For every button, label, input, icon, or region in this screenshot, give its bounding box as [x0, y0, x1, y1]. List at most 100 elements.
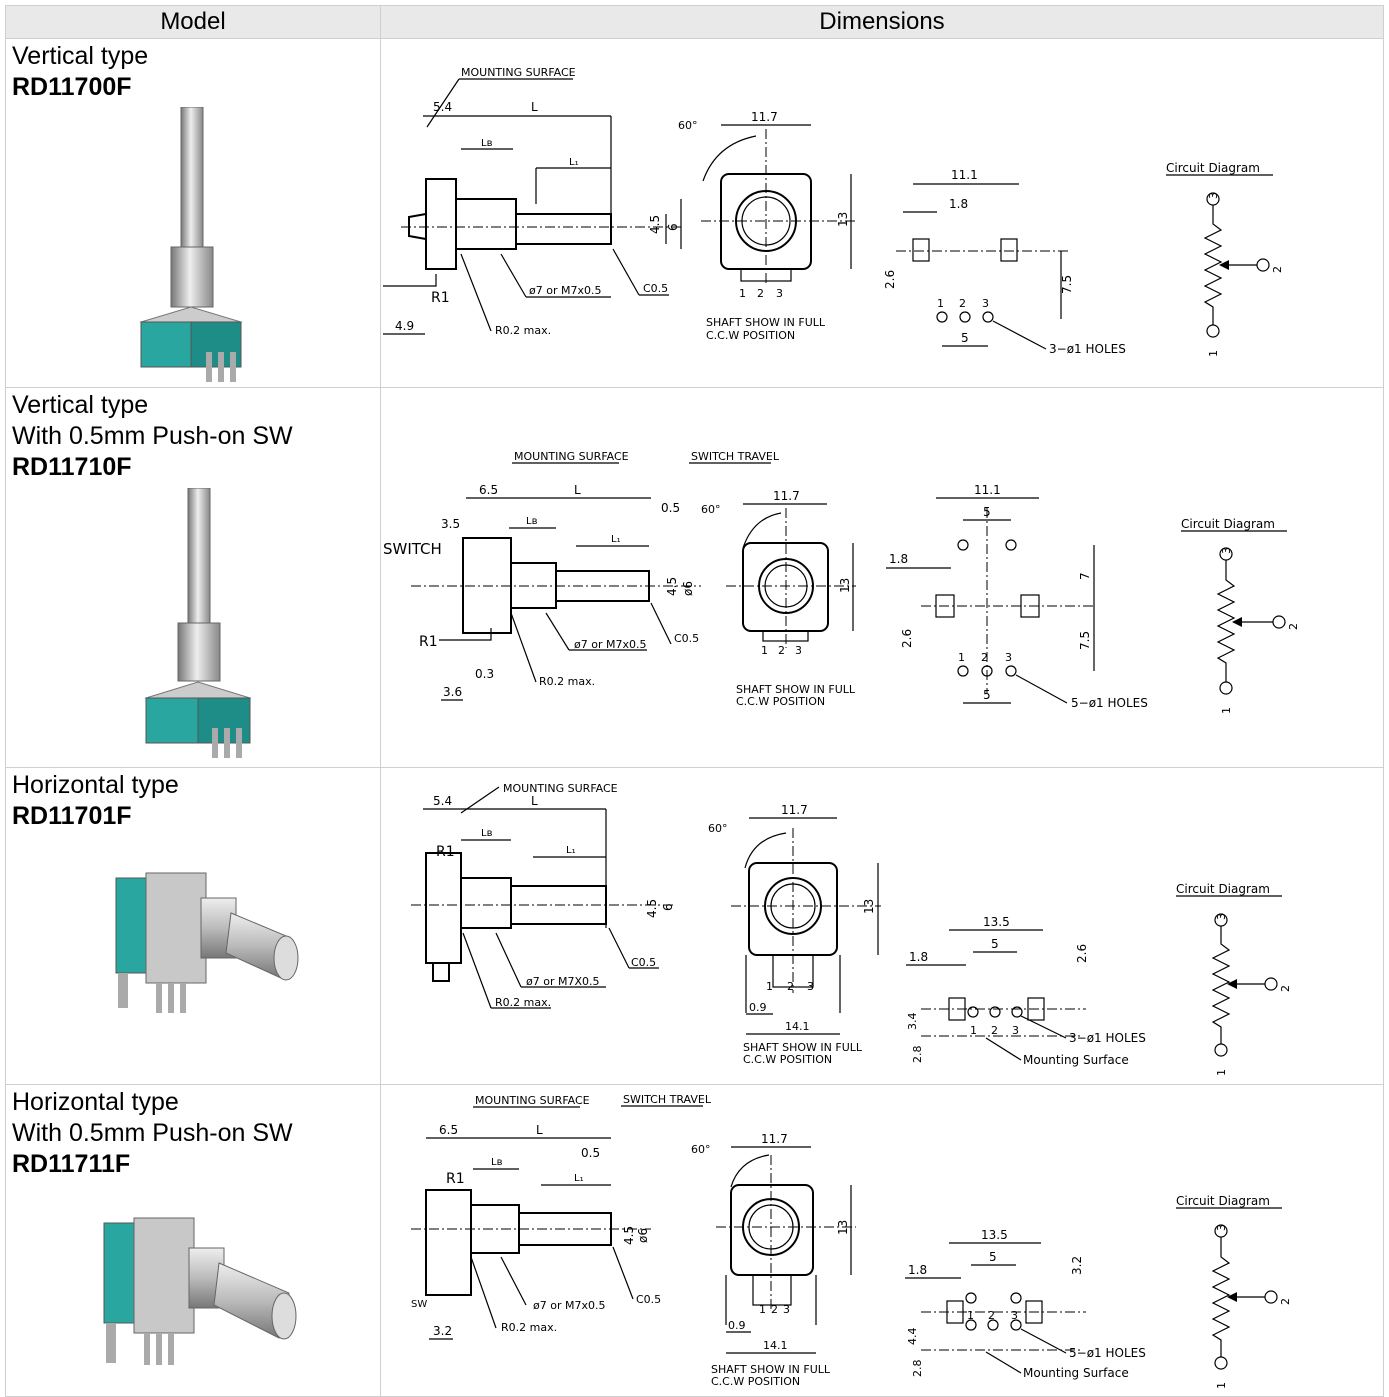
shaft-note-2: C.C.W POSITION	[706, 329, 795, 342]
width-1-8: 1.8	[908, 1263, 927, 1277]
height-13: 13	[862, 899, 876, 914]
length-label: L	[536, 1123, 543, 1137]
model-cell: Vertical type With 0.5mm Push-on SW RD11…	[5, 387, 381, 768]
dimension-drawing: MOUNTING SURFACE SWITCH TRAVEL 6.5 L 0.5…	[411, 1093, 1292, 1389]
model-cell: Horizontal type RD11701F	[5, 767, 381, 1085]
table-row: Horizontal type RD11701F MOUNTING SURFAC…	[5, 767, 1384, 1085]
pcb-layout: 11.1 1.8 2.6 7.5 1 2 3 5	[883, 168, 1126, 356]
encoder-vertical-photo	[139, 107, 243, 382]
height-2-6: 2.6	[900, 629, 914, 648]
length-label: L	[531, 794, 538, 808]
table-row: Vertical type With 0.5mm Push-on SW RD11…	[5, 387, 1384, 768]
terminal-2: 2	[1287, 623, 1300, 630]
height-13: 13	[836, 1220, 850, 1235]
terminal-2: 2	[1279, 1298, 1292, 1305]
terminal-1: 1	[1220, 707, 1233, 714]
holes-spec: 3−ø1 HOLES	[1069, 1031, 1146, 1045]
shaft-note-1: SHAFT SHOW IN FULL	[743, 1041, 863, 1054]
hole-3-label: 3	[1011, 1309, 1018, 1322]
spec-table: Model Dimensions Vertical type RD11700F …	[5, 5, 1384, 1397]
model-type: Horizontal type	[12, 771, 179, 799]
lb-label: Lʙ	[526, 516, 538, 527]
terminal-3: 3	[1207, 192, 1220, 199]
flange-dim: 5.4	[433, 794, 452, 808]
switch-travel-label: SWITCH TRAVEL	[691, 450, 780, 463]
dimensions-cell: MOUNTING SURFACE SWITCH TRAVEL 6.5 L 0.5…	[380, 387, 1384, 768]
angle-label: 60°	[701, 503, 721, 516]
radius: R0.2 max.	[539, 675, 595, 688]
dim-4-5: 4.5	[645, 899, 659, 918]
side-view: MOUNTING SURFACE 5.4 L Lʙ L₁	[383, 66, 682, 337]
travel-dim: 0.5	[581, 1146, 600, 1160]
hole-3-label: 3	[1012, 1024, 1019, 1037]
shaft-note-2: C.C.W POSITION	[743, 1053, 832, 1066]
hole-2-label: 2	[988, 1309, 995, 1322]
switch-label: SW	[411, 1299, 427, 1310]
height-2-8: 2.8	[911, 1046, 924, 1064]
chamfer: C0.5	[631, 956, 656, 969]
dim-6: 6	[661, 903, 675, 911]
l1-label: L₁	[574, 1173, 584, 1184]
radius: R0.2 max.	[495, 996, 551, 1009]
width-14-1: 14.1	[785, 1020, 810, 1033]
pin-2: 2	[778, 644, 785, 657]
pin-1: 1	[766, 980, 773, 993]
model-type: Vertical type	[12, 42, 149, 70]
angle-label: 60°	[691, 1143, 711, 1156]
hole-1-label: 1	[967, 1309, 974, 1322]
l1-label: L₁	[569, 157, 579, 168]
mounting-surface-label: MOUNTING SURFACE	[503, 782, 618, 795]
lb-label: Lʙ	[481, 138, 493, 149]
height-4-4: 4.4	[906, 1328, 919, 1346]
width-0-9: 0.9	[728, 1319, 746, 1332]
hole-3-label: 3	[1005, 651, 1012, 664]
encoder-vertical-switch-photo	[144, 488, 252, 758]
terminal-1: 1	[1207, 350, 1220, 357]
hole-2-label: 2	[981, 651, 988, 664]
width-11-7: 11.7	[751, 110, 778, 124]
side-view: MOUNTING SURFACE 5.4 L Lʙ R1 L₁	[411, 782, 676, 1009]
front-view: 60° 11.7 13 1 2 3 0.9	[708, 803, 881, 1066]
dimensions-cell: MOUNTING SURFACE 5.4 L Lʙ L₁	[380, 38, 1384, 388]
height-3-4: 3.4	[906, 1013, 919, 1031]
terminal-2: 2	[1279, 985, 1292, 992]
mounting-surface-label: MOUNTING SURFACE	[475, 1094, 590, 1107]
flange-dim: 6.5	[439, 1123, 458, 1137]
model-type: Horizontal type	[12, 1088, 179, 1116]
angle-label: 60°	[678, 119, 698, 132]
model-header: Model	[5, 5, 381, 39]
model-subtype: With 0.5mm Push-on SW	[12, 422, 293, 450]
height-2-8: 2.8	[911, 1360, 924, 1378]
dim-4-5: 4.5	[622, 1226, 636, 1245]
shaft-diameter: ø7 or M7x0.5	[533, 1299, 605, 1312]
front-view: 60° 11.7 13 1 2 3 SHAFT SHOW IN FULL	[701, 489, 856, 708]
side-view: MOUNTING SURFACE SWITCH TRAVEL 6.5 L 0.5…	[383, 450, 780, 701]
width-11-7: 11.7	[773, 489, 800, 503]
holes-spec: 5−ø1 HOLES	[1069, 1346, 1146, 1360]
mounting-surface-label: MOUNTING SURFACE	[461, 66, 576, 79]
switch-travel-label: SWITCH TRAVEL	[623, 1093, 712, 1106]
front-view: 60° 11.7 13 1 2 3 0.9	[691, 1132, 856, 1388]
dim-4-9: 4.9	[395, 319, 414, 333]
circuit-diagram: Circuit Diagram 3 2 1	[1181, 517, 1300, 714]
pin-3: 3	[807, 980, 814, 993]
dim-6: ø6	[681, 581, 695, 596]
hole-2-label: 2	[991, 1024, 998, 1037]
dim-6: 6	[666, 223, 680, 231]
length-label: L	[531, 100, 538, 114]
shaft-note-1: SHAFT SHOW IN FULL	[736, 683, 856, 696]
dimensions-cell: MOUNTING SURFACE 5.4 L Lʙ R1 L₁	[380, 767, 1384, 1085]
table-row: Vertical type RD11700F MOUNTING SURFACE	[5, 38, 1384, 388]
width-5: 5	[983, 688, 991, 702]
hole-1-label: 1	[958, 651, 965, 664]
width-0-9: 0.9	[749, 1001, 767, 1014]
pin-1: 1	[759, 1303, 766, 1316]
circuit-title: Circuit Diagram	[1176, 1194, 1270, 1208]
width-5: 5	[991, 937, 999, 951]
width-1-8: 1.8	[889, 552, 908, 566]
pin-2: 2	[771, 1303, 778, 1316]
model-code: RD11700F	[12, 73, 132, 101]
width-1-8: 1.8	[909, 950, 928, 964]
width-13-5: 13.5	[983, 915, 1010, 929]
dimensions-cell: MOUNTING SURFACE SWITCH TRAVEL 6.5 L 0.5…	[380, 1084, 1384, 1397]
